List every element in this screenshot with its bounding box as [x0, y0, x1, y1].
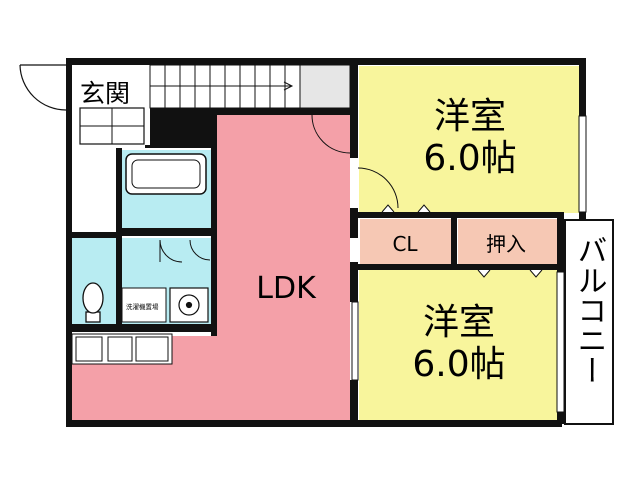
western1-name: 洋室 — [434, 96, 506, 137]
closet-cl — [360, 219, 451, 264]
washbasin-icon — [169, 287, 209, 323]
western2-name: 洋室 — [423, 302, 495, 343]
room1-door-swing-icon — [357, 167, 399, 209]
storage-gray — [299, 64, 351, 109]
toilet-icon — [82, 282, 104, 323]
closet-door-marks — [381, 204, 543, 278]
window-icon — [578, 115, 587, 213]
stairs-icon — [149, 64, 301, 109]
kitchen-counter-icon — [71, 333, 173, 365]
balcony-label: バルコニー — [572, 235, 607, 385]
window-icon — [556, 271, 565, 413]
western1-size: 6.0帖 — [423, 138, 516, 179]
washer-area-label: 洗濯機置場 — [126, 302, 159, 311]
balcony — [564, 219, 614, 425]
entrance-door-swing-icon — [19, 64, 67, 111]
oshiire-label: 押入 — [486, 232, 526, 256]
western2-size: 6.0帖 — [412, 344, 505, 385]
bath-door-swing-icon — [159, 239, 183, 263]
entrance-label: 玄関 — [80, 79, 130, 108]
washer-area — [121, 287, 167, 323]
ldk-door-swing-icon — [311, 114, 351, 154]
wash-door-swing-icon — [189, 239, 211, 261]
walls — [66, 58, 586, 427]
western-room-2 — [359, 270, 559, 420]
window-icon — [351, 301, 359, 381]
closet-label: CL — [392, 232, 418, 256]
ldk-label: LDK — [256, 271, 317, 306]
closet-oshiire — [458, 219, 558, 264]
western-room-1 — [359, 66, 579, 213]
